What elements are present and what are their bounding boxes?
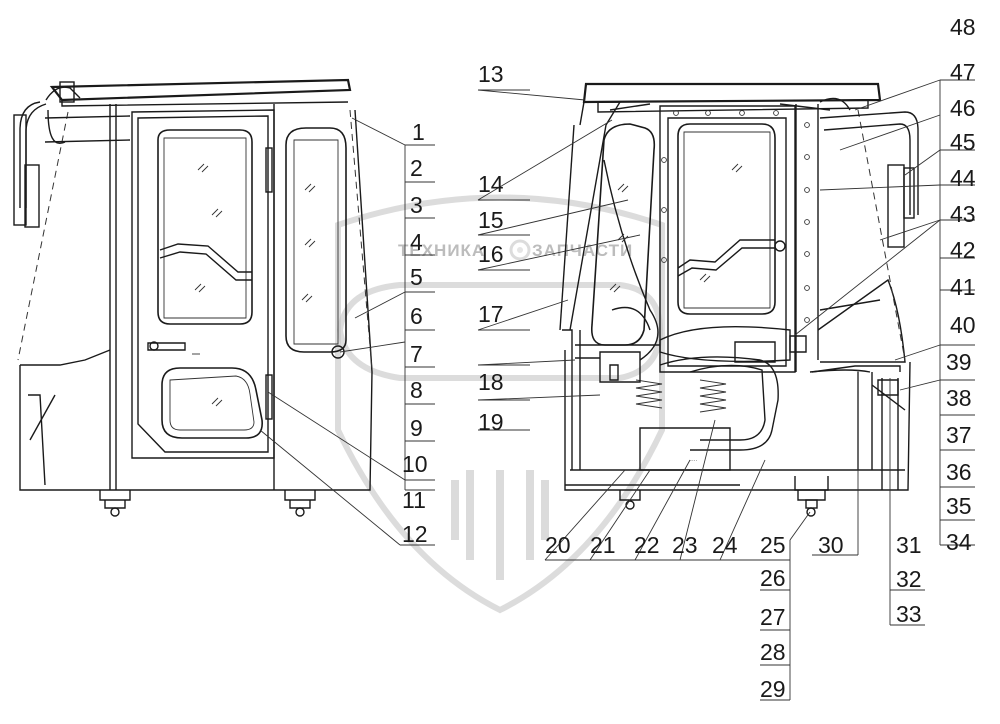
- callout-12: 12: [402, 521, 428, 547]
- callout-41: 41: [950, 274, 976, 300]
- callout-45: 45: [950, 129, 976, 155]
- callout-47: 47: [950, 59, 976, 85]
- callout-16: 16: [478, 241, 504, 267]
- callout-15: 15: [478, 207, 504, 233]
- callout-7: 7: [410, 341, 423, 367]
- door-window: [157, 129, 253, 325]
- callout-30: 30: [818, 532, 844, 558]
- callout-23: 23: [672, 532, 698, 558]
- callout-22: 22: [634, 532, 660, 558]
- watermark-gear-icon: [509, 239, 531, 261]
- callout-13: 13: [478, 61, 504, 87]
- callout-17: 17: [478, 301, 504, 327]
- callout-18: 18: [478, 369, 504, 395]
- callout-14: 14: [478, 171, 504, 197]
- callout-1: 1: [412, 119, 425, 145]
- cab-section-view: ·∙··: [559, 82, 919, 517]
- watermark-shield: [335, 194, 665, 614]
- seat-spring: [635, 379, 727, 413]
- callout-4: 4: [410, 229, 423, 255]
- callout-44: 44: [950, 165, 976, 191]
- watermark-wheat-icon: [451, 470, 549, 580]
- watermark: ТЕХНИКА ЗАПЧАСТИ: [335, 194, 665, 614]
- callout-10: 10: [402, 451, 428, 477]
- mount-section-right: [794, 476, 829, 517]
- callout-6: 6: [410, 303, 423, 329]
- roof-panel-section: [582, 82, 882, 104]
- side-window: [285, 127, 347, 353]
- roof-panel: [49, 78, 352, 102]
- callout-19: 19: [478, 409, 504, 435]
- grab-handle: [13, 114, 27, 226]
- watermark-text-right: ЗАПЧАСТИ: [532, 241, 633, 260]
- callout-20: 20: [545, 532, 571, 558]
- callout-40: 40: [950, 312, 976, 338]
- leader-lines: [259, 79, 975, 701]
- control-box: [599, 351, 641, 383]
- callout-43: 43: [950, 201, 976, 227]
- armrest: [659, 325, 791, 363]
- callout-33: 33: [896, 601, 922, 627]
- callout-9: 9: [410, 415, 423, 441]
- callout-35: 35: [946, 493, 972, 519]
- callout-3: 3: [410, 192, 423, 218]
- callout-25: 25: [760, 532, 786, 558]
- door-frame: [137, 115, 269, 453]
- svg-text:·∙··: ·∙··: [690, 458, 698, 464]
- callout-8: 8: [410, 377, 423, 403]
- door-lower-window: [161, 367, 263, 439]
- callout-39: 39: [946, 349, 972, 375]
- callout-2: 2: [410, 155, 423, 181]
- front-window: [590, 123, 656, 346]
- callout-21: 21: [590, 532, 616, 558]
- callout-28: 28: [760, 639, 786, 665]
- callout-labels: 1 2 3 4 5 6 7 8 9 10 11 12 13 14 15 16 1…: [402, 14, 976, 702]
- callout-26: 26: [760, 565, 786, 591]
- callout-27: 27: [760, 604, 786, 630]
- callout-36: 36: [946, 459, 972, 485]
- callout-42: 42: [950, 237, 976, 263]
- door-handle: [147, 342, 186, 351]
- callout-29: 29: [760, 676, 786, 702]
- callout-11: 11: [402, 487, 426, 513]
- callout-38: 38: [946, 385, 972, 411]
- section-door-window: [677, 123, 776, 315]
- cab-side-view: [13, 78, 373, 517]
- callout-37: 37: [946, 422, 972, 448]
- mount-left: [99, 490, 131, 517]
- callout-5: 5: [410, 264, 423, 290]
- mount-right: [284, 490, 316, 517]
- callout-34: 34: [946, 529, 972, 555]
- callout-48: 48: [950, 14, 976, 40]
- callout-24: 24: [712, 532, 738, 558]
- callout-32: 32: [896, 566, 922, 592]
- callout-46: 46: [950, 95, 976, 121]
- callout-31: 31: [896, 532, 922, 558]
